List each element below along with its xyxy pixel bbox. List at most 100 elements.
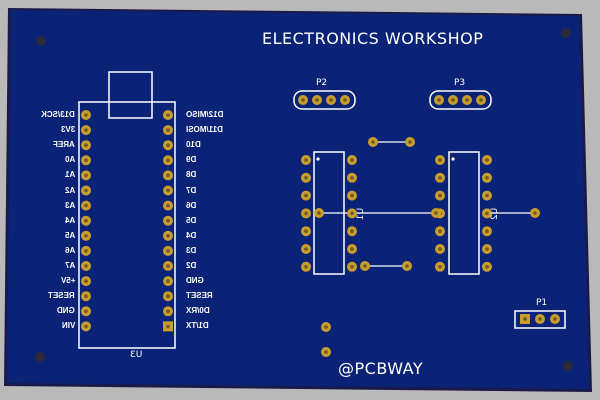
u3-pin-label: AREF	[53, 140, 75, 150]
pad-drill-hole	[304, 193, 308, 198]
pad-drill-hole	[437, 98, 441, 102]
pad-drill-hole	[438, 193, 442, 198]
pad-drill-hole	[166, 309, 170, 314]
pad-drill-hole	[350, 265, 354, 269]
mounting-hole	[563, 361, 573, 371]
pad-drill-hole	[350, 176, 354, 180]
u3-pin-label: +5V	[60, 276, 75, 286]
u3-pin-label: A6	[64, 245, 75, 255]
u3-pin-label: D9	[186, 155, 197, 165]
u3-pin-label: D8	[186, 170, 197, 180]
pad-drill-hole	[84, 188, 88, 193]
pad-drill-hole	[166, 158, 170, 163]
pad-drill-hole	[533, 211, 537, 215]
u3-pin-label: A1	[64, 170, 75, 180]
mounting-hole	[561, 28, 571, 38]
u3-pin-label: D1/TX	[186, 321, 209, 331]
pad-drill-hole	[84, 234, 88, 238]
pad-drill-hole	[485, 229, 489, 233]
pad-drill-hole	[166, 324, 170, 329]
u3-pin-label: RESET	[48, 291, 75, 301]
pad-drill-hole	[84, 203, 88, 208]
p1-label: P1	[536, 298, 548, 308]
u2-outline	[448, 151, 480, 275]
pad-drill-hole	[166, 264, 170, 268]
pad-drill-hole	[485, 158, 489, 162]
board-title: ELECTRONICS WORKSHOP	[262, 29, 484, 48]
pad-drill-hole	[438, 176, 442, 180]
pad-drill-hole	[315, 98, 319, 102]
pad-drill-hole	[324, 325, 328, 329]
pad-drill-hole	[84, 158, 88, 163]
p2-outline	[293, 90, 356, 110]
pad-drill-hole	[166, 203, 170, 208]
pad-drill-hole	[166, 188, 170, 193]
pad-drill-hole	[343, 98, 347, 102]
mounting-hole	[36, 36, 46, 46]
p1-outline	[514, 310, 566, 329]
pad-drill-hole	[84, 264, 88, 268]
pad-drill-hole	[451, 98, 455, 102]
pad-drill-hole	[438, 158, 442, 162]
u3-body	[78, 101, 176, 349]
pad-drill-hole	[84, 173, 88, 178]
pad-drill-hole	[408, 140, 412, 144]
pad-drill-hole	[84, 113, 88, 117]
pad-drill-hole	[371, 140, 375, 144]
u3-pin-label: D0/RX	[186, 306, 210, 316]
mounting-holes	[35, 28, 573, 371]
pad-drill-hole	[465, 98, 469, 102]
pad-drill-hole	[350, 229, 354, 233]
u3-pin-label: D6	[186, 200, 197, 210]
pad-drill-hole	[350, 158, 354, 162]
u3-pin-label: 3V3	[60, 125, 75, 135]
u1-label: U1	[356, 207, 367, 221]
u3-pin-label: D3	[186, 245, 197, 255]
pad-drill-hole	[166, 143, 170, 147]
pad-drill-hole	[84, 128, 88, 132]
u3-label: U3	[130, 350, 143, 360]
pad-drill-hole	[438, 229, 442, 233]
pad-drill-hole	[166, 234, 170, 238]
u3-pin-label: GND	[57, 306, 75, 316]
pad-drill-hole	[553, 317, 557, 321]
u3-pin-label: A4	[64, 215, 75, 225]
u3-usb-connector	[108, 71, 153, 119]
pad-drill-hole	[485, 265, 489, 269]
pad-drill-hole	[438, 265, 442, 269]
pad-drill-hole	[317, 211, 321, 215]
pad-drill-hole	[479, 98, 483, 102]
pad-drill-hole	[84, 249, 88, 253]
pad-drill-hole	[84, 324, 88, 329]
pad-drill-hole	[304, 265, 308, 269]
pad-drill-hole	[166, 249, 170, 253]
pad-drill-hole	[84, 218, 88, 223]
pad-drill-hole	[329, 98, 333, 102]
pad-drill-hole	[434, 211, 438, 215]
u3-pin-label: D5	[186, 215, 197, 225]
pad-drill-hole	[84, 279, 88, 283]
u3-pin-label: RESET	[186, 291, 213, 301]
pad-drill-hole	[350, 211, 354, 216]
u3-pin-label: D7	[186, 185, 197, 195]
u1-pin1-marker	[316, 157, 320, 161]
pad-drill-hole	[485, 193, 489, 198]
u2-label: U2	[490, 207, 501, 221]
pad-drill-hole	[405, 264, 409, 268]
pad-drill-hole	[523, 317, 527, 321]
u3-pin-label: D10	[186, 140, 201, 150]
u3-pin-label: VIN	[61, 321, 75, 331]
pad-drill-hole	[324, 350, 328, 354]
pad-drill-hole	[166, 128, 170, 132]
pad-drill-hole	[350, 247, 354, 251]
pad-drill-hole	[166, 113, 170, 117]
pad-drill-hole	[485, 211, 489, 216]
pad-drill-hole	[301, 98, 305, 102]
pad-drill-hole	[485, 247, 489, 251]
board-surface	[7, 10, 589, 389]
pad-drill-hole	[166, 279, 170, 283]
brand-label: @PCBWAY	[338, 359, 424, 378]
u3-pin-label: GND	[186, 276, 204, 286]
pad-drill-hole	[304, 229, 308, 233]
u3-pin-label: A2	[64, 185, 75, 195]
